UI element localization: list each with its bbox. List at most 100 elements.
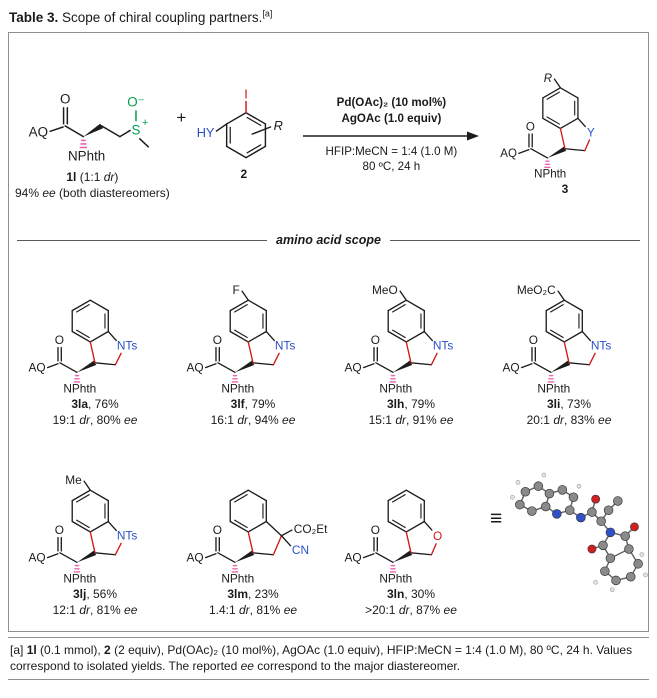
table-main-box: AQ O NPhth S O⁻ + 1l (1:1 dr) 94% ee (both di… [8,32,649,632]
aq-label: AQ [29,125,48,140]
y-label: Y [587,127,595,139]
reaction-conditions: Pd(OAc)₂ (10 mol%) AgOAc (1.0 equiv) HFI… [301,95,481,175]
conditions-above-arrow: Pd(OAc)₂ (10 mol%) AgOAc (1.0 equiv) [337,95,447,126]
carbonyl-o-label: O [526,121,535,133]
table-title: Table 3. Scope of chiral coupling partne… [9,8,273,25]
nphth-label: NPhth [537,382,570,396]
product-id-yield: 3li, 73% [546,397,592,412]
divider-line-left [17,239,268,241]
substituent-label: F [232,283,239,297]
condition-line-3: HFIP:MeCN = 1:4 (1.0 M) [325,144,458,158]
product-id-yield: 3lh, 79% [386,397,436,412]
structure-substrate-2: I HY R [197,87,283,159]
nts-label: NTs [117,339,137,353]
xray-crystal-structure [510,472,649,592]
wedge-bond [392,360,413,373]
sulfur-label: S [132,122,141,137]
product-dr-ee: 1.4:1 dr, 81% ee [208,603,298,618]
r-label: R [544,72,552,84]
reaction-arrow [303,131,480,140]
aq-label: AQ [503,361,520,375]
structure-3la: AQ O NPhth NTs [29,299,137,396]
nphth-label: NPhth [379,572,412,586]
nts-label: NTs [275,339,295,353]
product-dr-ee: 16:1 dr, 94% ee [210,413,296,428]
product-dr-ee: 12:1 dr, 81% ee [52,603,138,618]
carbonyl-o-label: O [529,333,538,347]
substrate-1l-sublabel: 94% ee (both diastereomers) [15,185,170,200]
plus-sign: + [176,108,187,127]
structure-substrate-1l: AQ O NPhth S O⁻ + [29,91,150,163]
charge-label: + [142,117,148,129]
wedge-bond [547,146,567,158]
carbonyl-o-label: O [55,333,64,347]
product-dr-ee: 15:1 dr, 91% ee [368,413,454,428]
substrate-1l-structure: AQ O NPhth S O⁻ + [18,69,166,170]
nphth-label: NPhth [221,382,254,396]
nphth-label: NPhth [63,572,96,586]
divider-line-right [389,239,640,241]
carbonyl-o-label: O [213,523,222,537]
nphth-label: NPhth [221,572,254,586]
aq-label: AQ [345,551,362,565]
nphth-label: NPhth [68,148,105,163]
wedge-bond [392,550,413,563]
nphth-label: NPhth [534,168,566,180]
structure-3lj: AQ O NPhth NTs Me [29,473,138,586]
substrate-2-label: 2 [240,167,248,182]
product-dr-ee: 19:1 dr, 80% ee [52,413,138,428]
product-dr-ee: 20:1 dr, 83% ee [526,413,612,428]
sulfoxide-o-label: O⁻ [128,95,145,110]
aq-label: AQ [187,551,204,565]
substituent-label: MeO [372,283,398,297]
wedge-bond [83,123,104,137]
conditions-below-arrow: HFIP:MeCN = 1:4 (1.0 M) 80 ºC, 24 h [326,144,458,175]
ester-label: CO₂Et [294,522,328,536]
carbonyl-o-label: O [55,523,64,537]
product-id-yield: 3lf, 79% [230,397,276,412]
product-3lj: AQ O NPhth NTs Me 3lj, 56%12:1 dr, 81% ee [16,473,174,629]
wedge-bond [76,550,97,563]
condition-line-2: AgOAc (1.0 equiv) [341,111,442,125]
section-divider: amino acid scope [17,233,640,247]
aq-label: AQ [29,551,46,565]
nphth-label: NPhth [63,382,96,396]
r-label: R [273,118,282,133]
wedge-bond [234,550,255,563]
ring-o-label: O [433,529,442,543]
wedge-bond [234,360,255,373]
aq-label: AQ [29,361,46,375]
structure-3ln: AQ O NPhth O [345,489,442,586]
substituent-label: Me [65,473,82,487]
iodine-label: I [244,87,248,102]
product-id-yield: 3ln, 30% [386,587,436,602]
aq-label: AQ [345,361,362,375]
substrate-1l: AQ O NPhth S O⁻ + 1l (1:1 dr) 94% ee (both di… [15,69,170,201]
product-3-label: 3 [561,181,569,196]
carbonyl-o-label: O [371,333,380,347]
xray-cell: ≡ [490,464,653,598]
section-title: amino acid scope [276,233,381,247]
product-id-yield: 3lj, 56% [72,587,118,602]
carbonyl-o-label: O [60,91,70,106]
condition-line-1: Pd(OAc)₂ (10 mol%) [336,96,447,110]
product-dr-ee: >20:1 dr, 87% ee [365,603,457,618]
hy-label: HY [197,125,215,140]
nts-label: NTs [117,529,137,543]
substrate-1l-label: 1l (1:1 dr) [66,169,119,184]
substituent-label: MeO₂C [517,283,556,297]
carbonyl-o-label: O [371,523,380,537]
